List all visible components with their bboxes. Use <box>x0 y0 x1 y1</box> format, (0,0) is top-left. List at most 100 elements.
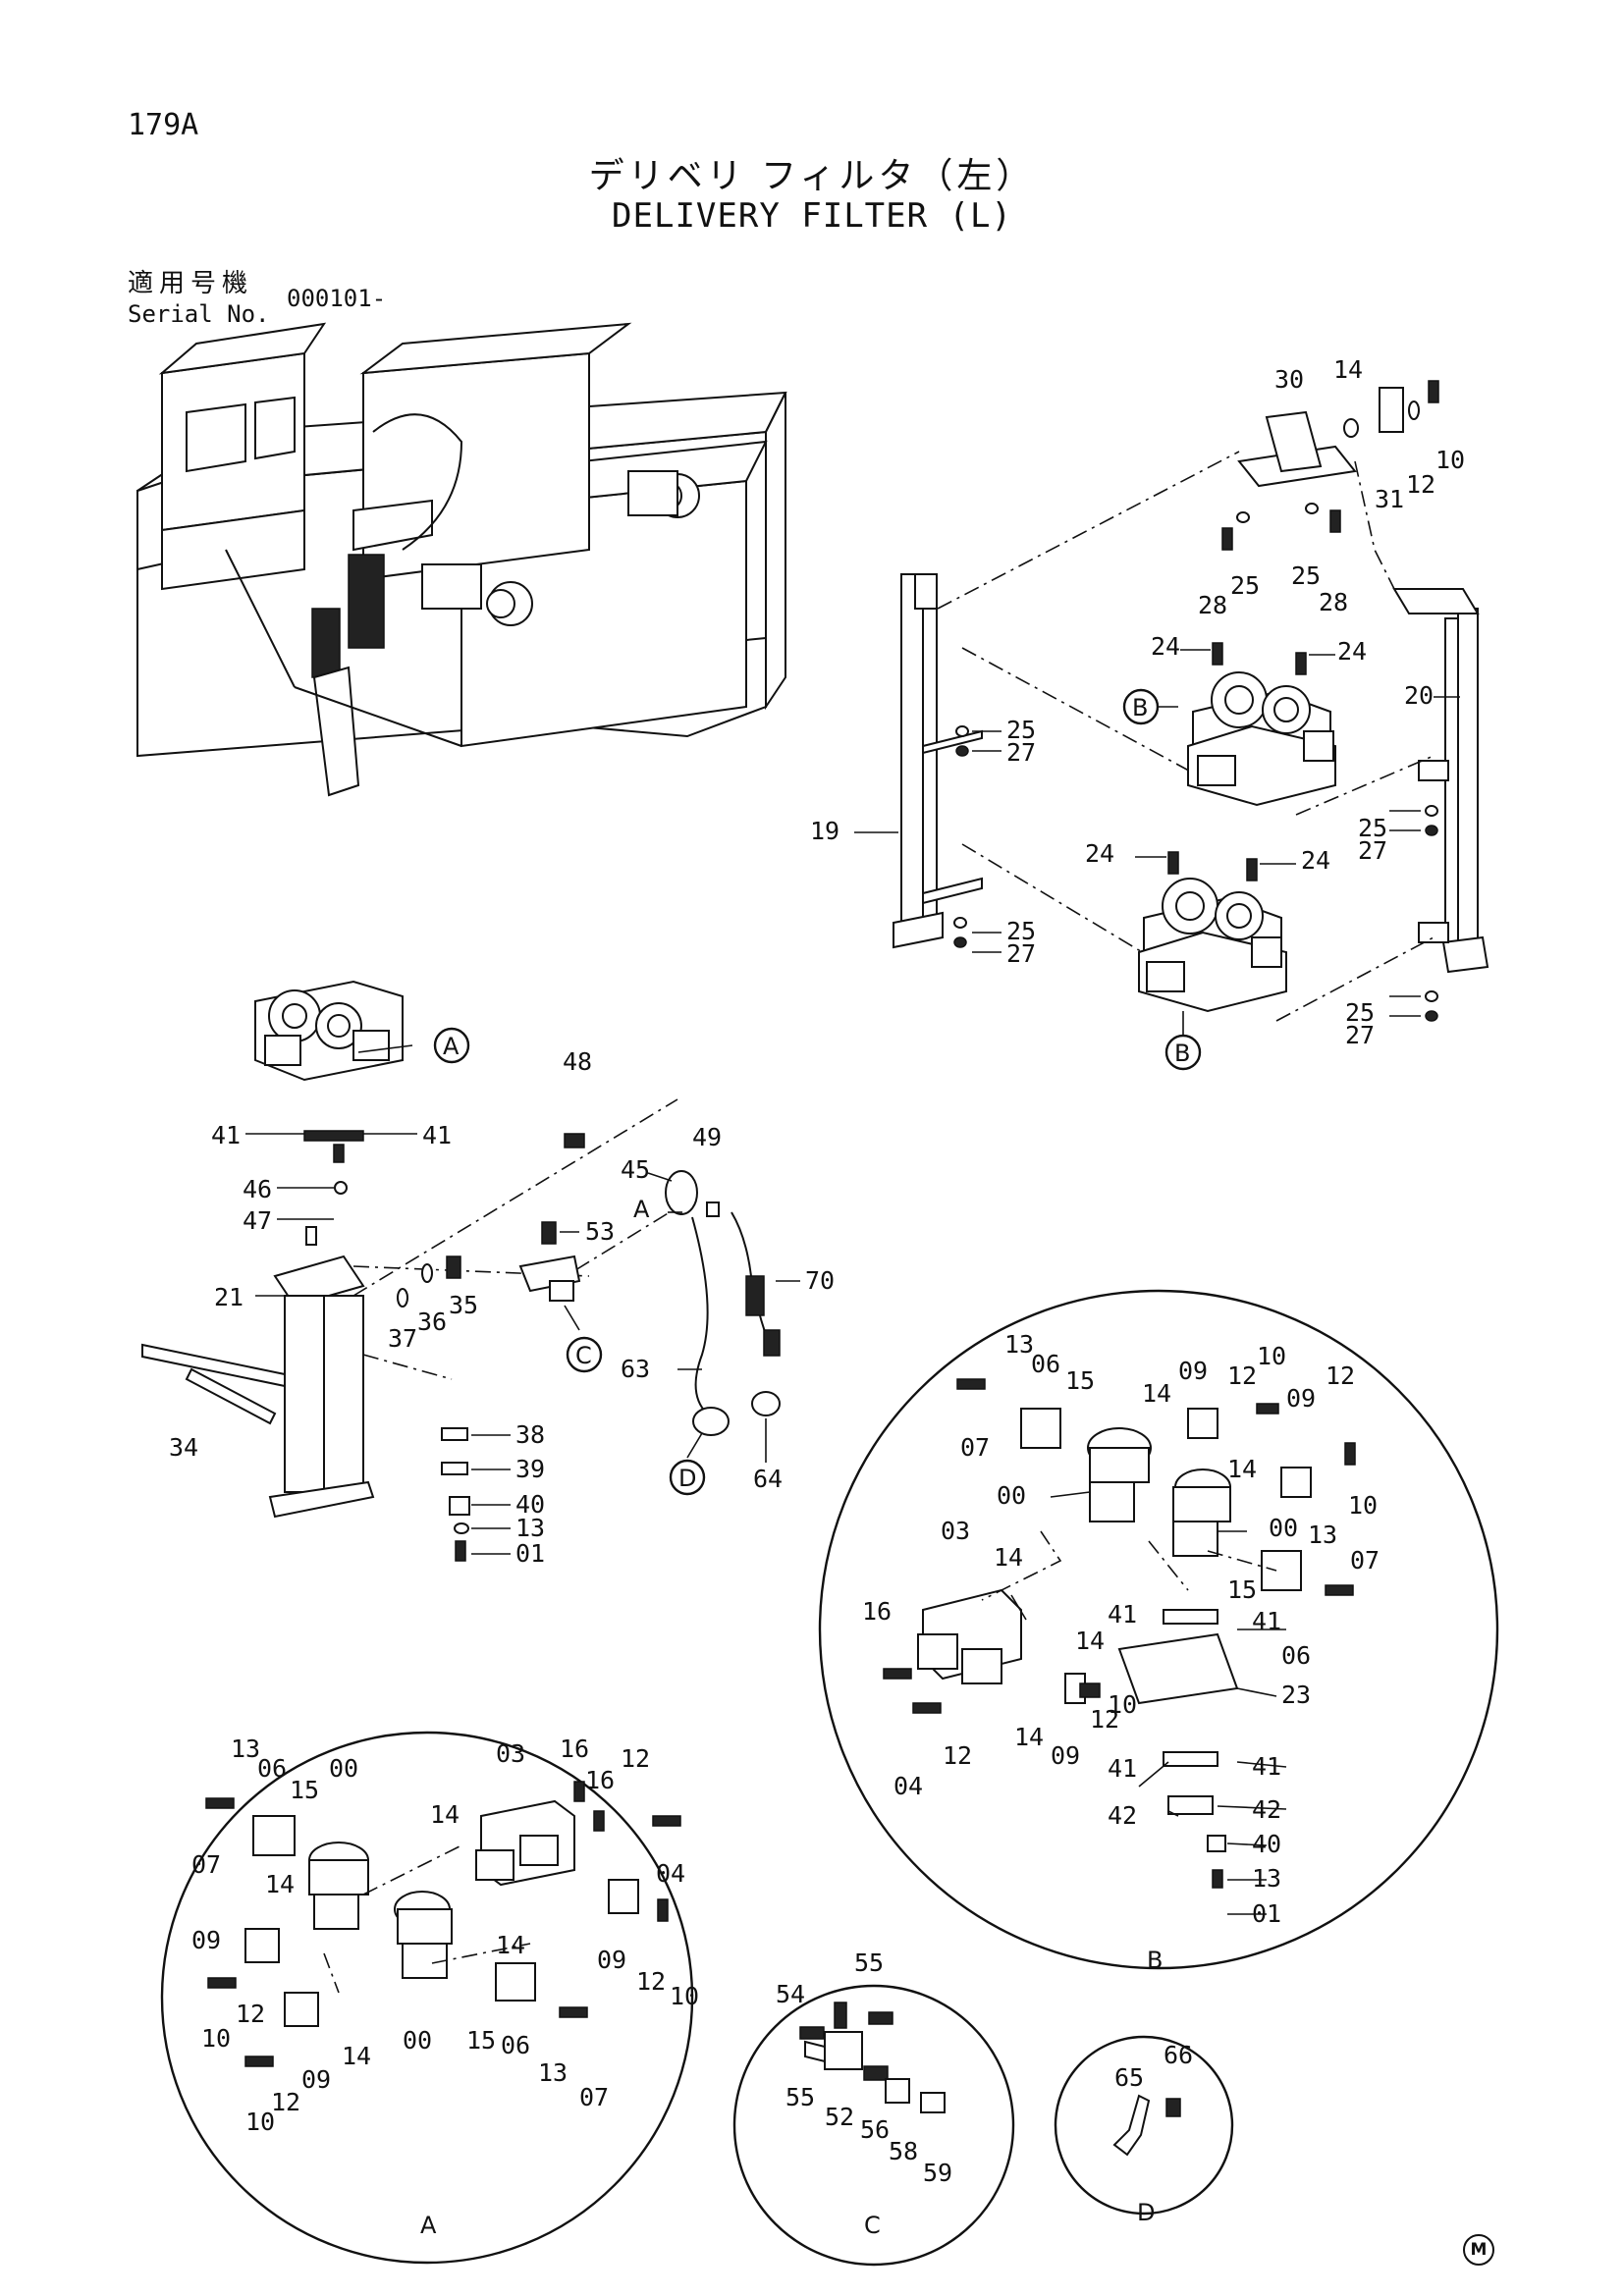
callout: 25 <box>1230 571 1260 600</box>
callout: 27 <box>1006 738 1036 767</box>
callout: 14 <box>265 1870 295 1898</box>
callout: 10 <box>1435 446 1465 474</box>
callout: 00 <box>997 1481 1026 1510</box>
callout: 45 <box>621 1155 650 1184</box>
marker-c: C <box>566 1336 603 1373</box>
callout: 13 <box>1308 1521 1337 1549</box>
callout: 00 <box>329 1754 358 1783</box>
callout: 58 <box>889 2137 918 2165</box>
callout: 19 <box>810 817 839 845</box>
callout: 25 <box>1358 814 1387 842</box>
callout: 27 <box>1345 1021 1375 1049</box>
callout: 27 <box>1358 836 1387 865</box>
callout: 14 <box>1142 1379 1171 1408</box>
detail-a-label: A <box>420 2212 437 2239</box>
callout: 40 <box>1252 1830 1281 1858</box>
callout: 06 <box>1031 1350 1060 1378</box>
callout: 15 <box>466 2026 496 2055</box>
page-title-english: DELIVERY FILTER (L) <box>612 196 1012 236</box>
callout: 13 <box>1252 1864 1281 1893</box>
callout: 41 <box>211 1121 241 1149</box>
callout: 10 <box>1348 1491 1378 1520</box>
callout: 25 <box>1006 716 1036 744</box>
callout: 55 <box>854 1949 884 1977</box>
callout: 07 <box>960 1433 990 1462</box>
callout: 10 <box>245 2108 275 2136</box>
callout: 14 <box>1227 1455 1257 1483</box>
callout: 07 <box>191 1850 221 1879</box>
callout: 14 <box>994 1543 1023 1572</box>
callout: 42 <box>1252 1795 1281 1824</box>
detail-a-callouts: 13 06 00 15 07 14 09 12 10 10 12 09 14 0… <box>191 1735 699 2239</box>
page-number: 179A <box>128 108 199 142</box>
callout: 09 <box>597 1946 626 1974</box>
callout: 66 <box>1164 2041 1193 2069</box>
page-title-japanese: デリベリ フィルタ（左） <box>588 156 1036 196</box>
callout: 13 <box>538 2058 568 2087</box>
callout: 56 <box>860 2115 890 2144</box>
marker-a-leader-label: A <box>633 1196 650 1223</box>
callout: 00 <box>1269 1514 1298 1542</box>
marker-a: A <box>433 1027 470 1064</box>
callout: 53 <box>585 1217 615 1246</box>
callout: 12 <box>1406 470 1435 499</box>
callout: 38 <box>515 1420 545 1449</box>
callout: 01 <box>515 1539 545 1568</box>
callout: 23 <box>1281 1681 1311 1709</box>
callout: 34 <box>169 1433 198 1462</box>
callout: 40 <box>515 1490 545 1519</box>
callout: 12 <box>621 1744 650 1773</box>
callout: 15 <box>1227 1575 1257 1604</box>
callout: 24 <box>1151 632 1180 661</box>
callout: 28 <box>1198 591 1227 619</box>
marker-d: D <box>669 1459 706 1496</box>
callout: 65 <box>1114 2063 1144 2092</box>
callout: 07 <box>579 2083 609 2111</box>
callout: 03 <box>496 1739 525 1768</box>
callout: 16 <box>862 1597 892 1626</box>
callout: 35 <box>449 1291 478 1319</box>
callout: 39 <box>515 1455 545 1483</box>
fastener-icons <box>953 380 1439 1022</box>
callout: 09 <box>301 2065 331 2094</box>
detail-b-label: B <box>1147 1947 1163 1974</box>
callout: 12 <box>271 2088 300 2116</box>
callout: 06 <box>1281 1641 1311 1670</box>
catalog-mark-icon: M <box>1463 2234 1494 2266</box>
callout: 03 <box>941 1517 970 1545</box>
callout: 14 <box>1333 355 1363 384</box>
callout: 09 <box>1178 1357 1208 1385</box>
callout: 09 <box>1051 1741 1080 1770</box>
detail-b-callouts: 13 06 15 07 00 09 10 12 09 12 14 14 10 0… <box>862 1330 1380 1974</box>
callout: 10 <box>1108 1690 1137 1719</box>
callout: 41 <box>1252 1607 1281 1635</box>
callout: 21 <box>214 1283 244 1311</box>
callout: 10 <box>1257 1342 1286 1370</box>
callout: 16 <box>585 1766 615 1794</box>
callout: 37 <box>388 1324 417 1353</box>
callout: 70 <box>805 1266 835 1295</box>
callout: 14 <box>430 1800 460 1829</box>
filter-stand-assembly <box>854 380 1489 1036</box>
callout: 12 <box>943 1741 972 1770</box>
callout: 36 <box>417 1308 447 1336</box>
callout: 41 <box>1252 1752 1281 1781</box>
callout: 07 <box>1350 1546 1380 1575</box>
callout: 12 <box>636 1967 666 1996</box>
marker-b-upper: B <box>1122 688 1160 725</box>
callout: 15 <box>290 1776 319 1804</box>
callout: 16 <box>560 1735 589 1763</box>
callout: 12 <box>236 2000 265 2028</box>
detail-d-view: 65 66 D <box>1054 2035 1234 2226</box>
serial-label-japanese: 適用号機 <box>128 269 254 298</box>
callout: 46 <box>243 1175 272 1203</box>
callout: 01 <box>1252 1899 1281 1928</box>
callout: 49 <box>692 1123 722 1151</box>
assembly-callouts: 41 41 46 47 21 37 36 35 34 38 39 40 13 0… <box>169 1047 835 1568</box>
svg-text:B: B <box>1174 1040 1190 1067</box>
svg-text:B: B <box>1132 694 1148 721</box>
callout: 30 <box>1274 365 1304 394</box>
callout: 41 <box>422 1121 452 1149</box>
serial-number-range: 000101- <box>287 285 387 312</box>
